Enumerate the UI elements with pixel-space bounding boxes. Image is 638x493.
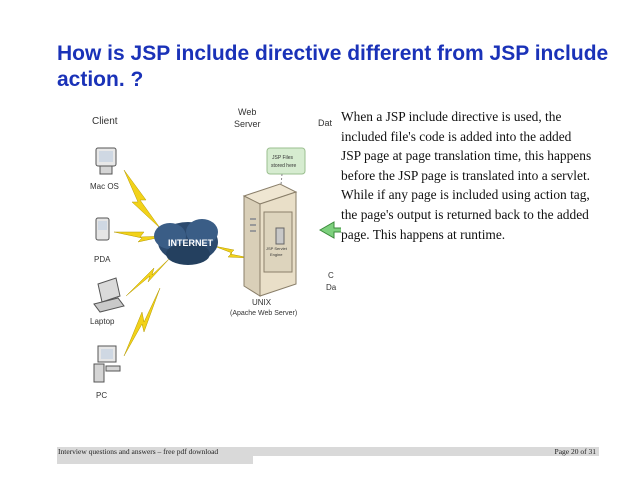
page-number: Page 20 of 31: [554, 447, 596, 456]
client-server-diagram: Client Web Server Dat JSP Files stored h…: [90, 107, 342, 400]
mac-icon: [95, 147, 117, 175]
server-icon: JSP Servlet Engine: [242, 183, 298, 297]
pc-icon: [93, 345, 121, 383]
mac-label: Mac OS: [90, 182, 119, 191]
laptop-icon: [93, 277, 125, 313]
internet-label: INTERNET: [168, 238, 214, 248]
pda-label: PDA: [94, 255, 111, 264]
body-text: When a JSP include directive is used, th…: [341, 107, 593, 245]
lightning-bolts: [113, 169, 251, 357]
client-label: Client: [92, 116, 118, 127]
footer-left-text: Interview questions and answers – free p…: [58, 447, 219, 456]
side-label-1: C: [328, 271, 334, 280]
slide-title: How is JSP include directive different f…: [57, 42, 609, 91]
footer-bar-extension: [57, 456, 253, 464]
pc-label: PC: [96, 391, 107, 400]
jsp-files-label-2: stored here: [271, 163, 297, 169]
laptop-label: Laptop: [90, 317, 115, 326]
web-server-label-1: Web: [238, 107, 256, 117]
pda-icon: [95, 217, 110, 241]
arrow-icon: [318, 221, 342, 239]
jsp-engine-label-2: Engine: [270, 252, 283, 257]
footer-bar: [57, 447, 599, 456]
unix-label: UNIX: [252, 298, 272, 307]
side-label-2: Da: [326, 283, 337, 292]
internet-cloud: INTERNET: [154, 219, 218, 265]
jsp-files-label-1: JSP Files: [272, 155, 294, 161]
web-server-label-2: Server: [234, 119, 261, 129]
apache-label: (Apache Web Server): [230, 310, 297, 317]
jsp-engine-label-1: JSP Servlet: [266, 246, 288, 251]
data-label: Dat: [318, 118, 333, 128]
